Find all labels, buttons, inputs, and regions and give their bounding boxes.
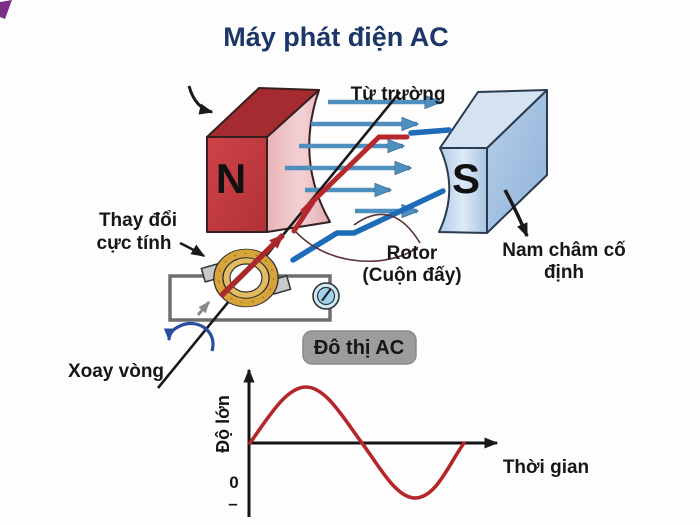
polarity-label: Thay đổi cực tính bbox=[97, 210, 178, 254]
graph-badge bbox=[302, 330, 417, 365]
polarity-leader-arrow bbox=[179, 241, 206, 258]
rotation-label: Xoay vòng bbox=[68, 361, 164, 382]
slip-rings bbox=[200, 248, 292, 308]
coil-wire-blue-top bbox=[408, 127, 452, 136]
y-axis-label: Độ lớn bbox=[213, 395, 233, 453]
rotation-arrow bbox=[163, 321, 215, 352]
magnet-label-arrow bbox=[503, 189, 529, 238]
x-axis-label: Thời gian bbox=[503, 457, 589, 478]
coil-wire-red bbox=[291, 134, 410, 234]
slip-ring-core-edge bbox=[229, 263, 263, 293]
fixed-magnet-label: Nam châm cố định bbox=[502, 240, 626, 283]
rotor-leader-line bbox=[295, 231, 419, 262]
loop-direction-arrow bbox=[196, 301, 211, 316]
north-pole-letter: N bbox=[216, 155, 246, 202]
south-magnet-pole-face bbox=[438, 147, 488, 234]
field-label: Từ trường bbox=[351, 84, 446, 105]
sine-wave bbox=[248, 385, 466, 500]
rotor-leader-line2 bbox=[353, 213, 421, 244]
fixed-magnet-label-line2: định bbox=[544, 262, 584, 283]
slip-ring-inner-edge bbox=[222, 257, 270, 299]
meter-gauge bbox=[312, 282, 340, 310]
fixed-magnet-label-line1: Nam châm cố bbox=[502, 240, 626, 261]
rotor-label: Rotor (Cuộn đấy) bbox=[362, 243, 461, 286]
south-pole-letter: S bbox=[452, 155, 480, 202]
rotor-label-line1: Rotor bbox=[387, 243, 438, 264]
rotation-hint-arrow bbox=[187, 85, 214, 115]
graph-badge-label: Đô thị AC bbox=[314, 337, 404, 359]
north-magnet-front-face bbox=[206, 136, 268, 233]
meter-needle bbox=[321, 288, 332, 302]
corner-mark bbox=[0, 0, 12, 19]
rotor-label-line2: (Cuộn đấy) bbox=[362, 265, 461, 286]
ac-graph: Đô thị AC Độ lớn 0 – Thời gian bbox=[213, 330, 589, 517]
minus-label: – bbox=[228, 494, 237, 513]
page-title: Máy phát điện AC bbox=[223, 22, 449, 52]
current-arrow bbox=[219, 233, 285, 298]
south-magnet bbox=[438, 89, 548, 234]
polarity-label-line2: cực tính bbox=[97, 233, 172, 254]
slip-ring-inner-band bbox=[223, 258, 269, 298]
slip-ring-winding-texture bbox=[218, 253, 274, 303]
zero-label: 0 bbox=[229, 473, 238, 492]
polarity-label-line1: Thay đổi bbox=[99, 210, 177, 231]
